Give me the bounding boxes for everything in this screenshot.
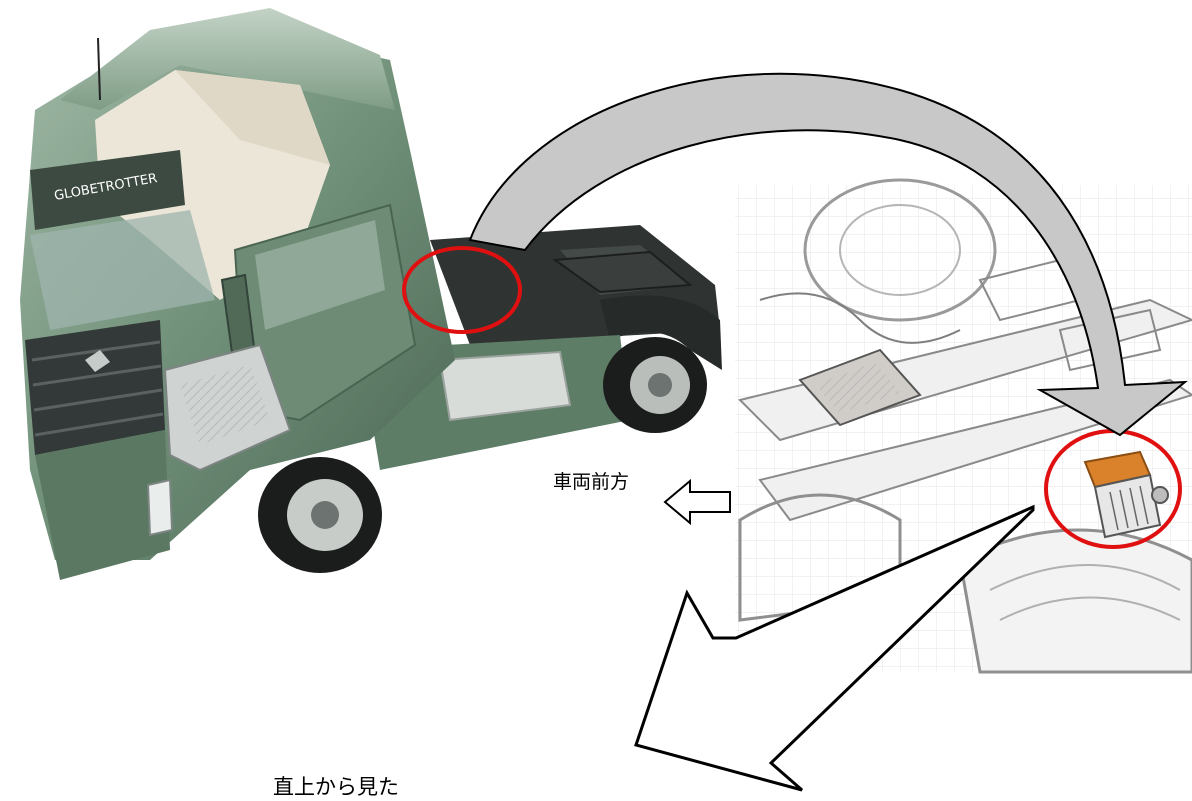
sun-visor [30, 150, 185, 230]
vehicle-front-label: 車両前方 [553, 471, 630, 493]
view-from-above-caption: 直上から見た [273, 775, 399, 799]
brand-emblem [85, 350, 110, 372]
front-wheel [258, 457, 382, 573]
curved-arrow [468, 72, 1188, 437]
windshield [30, 210, 215, 330]
rear-fender [600, 295, 722, 370]
detail-fender-right [958, 528, 1192, 674]
front-grille [25, 320, 165, 455]
rear-wheel [603, 337, 707, 433]
fifth-wheel [552, 250, 693, 294]
front-bumper [35, 430, 170, 580]
detail-fender-left [738, 493, 902, 622]
truck-illustration: GLOBETROTTER [20, 8, 722, 580]
highlight-circle-truck [402, 246, 522, 334]
downward-arrow [634, 504, 1035, 792]
headlight [146, 478, 174, 537]
antenna [97, 37, 101, 101]
highlighted-component [1083, 450, 1169, 539]
front-direction-arrow [663, 478, 731, 526]
detail-tire-rear [803, 178, 997, 322]
roof-spoiler [60, 8, 395, 110]
